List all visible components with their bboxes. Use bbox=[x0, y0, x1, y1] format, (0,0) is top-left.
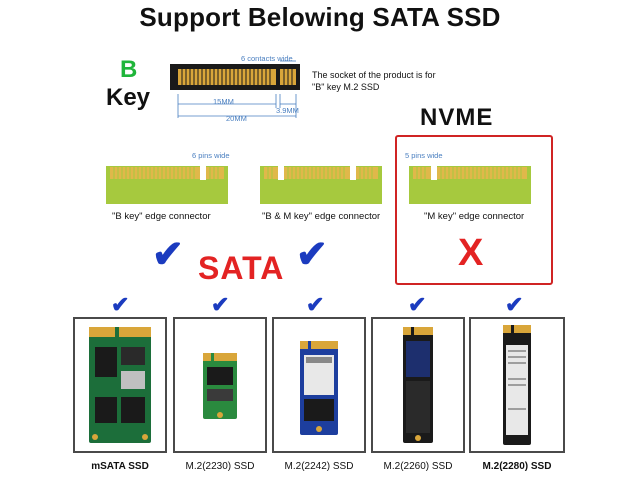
product-label-2260: M.2(2260) SSD bbox=[383, 461, 453, 472]
product-label-2280: M.2(2280) SSD bbox=[482, 461, 552, 472]
dim-15mm: 15MM bbox=[213, 97, 234, 106]
socket-note-line1: The socket of the product is for bbox=[312, 70, 436, 80]
x-mark-icon: X bbox=[458, 232, 484, 274]
bm-key-connector-label: "B & M key" edge connector bbox=[262, 211, 381, 222]
check-icon-b-key: ✔ bbox=[152, 234, 184, 276]
socket-note-line2: "B" key M.2 SSD bbox=[312, 82, 380, 92]
check-icon-2230: ✔ bbox=[211, 292, 230, 317]
b-letter: B bbox=[120, 56, 138, 83]
m-key-connector-label: "M key" edge connector bbox=[424, 211, 525, 222]
m-key-connector bbox=[405, 160, 535, 213]
contacts-wide-label: 6 contacts wide bbox=[241, 54, 293, 63]
product-card-2260 bbox=[371, 317, 465, 453]
b-key-connector bbox=[102, 160, 232, 213]
sata-label: SATA bbox=[198, 250, 285, 286]
socket-diagram bbox=[160, 52, 310, 122]
check-icon-2242: ✔ bbox=[306, 292, 325, 317]
nvme-label: NVME bbox=[420, 104, 494, 131]
check-icon-msata: ✔ bbox=[111, 292, 130, 317]
m-key-pins-label: 5 pins wide bbox=[405, 151, 443, 160]
bm-key-connector bbox=[256, 160, 386, 213]
b-key-connector-label: "B key" edge connector bbox=[112, 211, 211, 222]
key-word: Key bbox=[106, 84, 151, 111]
product-card-2230 bbox=[173, 317, 267, 453]
b-key-pins-label: 6 pins wide bbox=[192, 151, 230, 160]
product-card-2280 bbox=[469, 317, 565, 453]
product-label-2230: M.2(2230) SSD bbox=[185, 461, 255, 472]
dim-3-9mm: 3.9MM bbox=[276, 106, 299, 115]
check-icon-2280: ✔ bbox=[505, 292, 524, 317]
product-label-msata: mSATA SSD bbox=[91, 461, 149, 472]
product-card-msata bbox=[73, 317, 167, 453]
nvme-box bbox=[395, 135, 553, 285]
check-icon-2260: ✔ bbox=[408, 292, 427, 317]
page-title: Support Belowing SATA SSD bbox=[139, 2, 501, 32]
product-label-2242: M.2(2242) SSD bbox=[284, 461, 354, 472]
dim-20mm: 20MM bbox=[226, 114, 247, 123]
product-card-2242 bbox=[272, 317, 366, 453]
check-icon-bm-key: ✔ bbox=[296, 234, 328, 276]
